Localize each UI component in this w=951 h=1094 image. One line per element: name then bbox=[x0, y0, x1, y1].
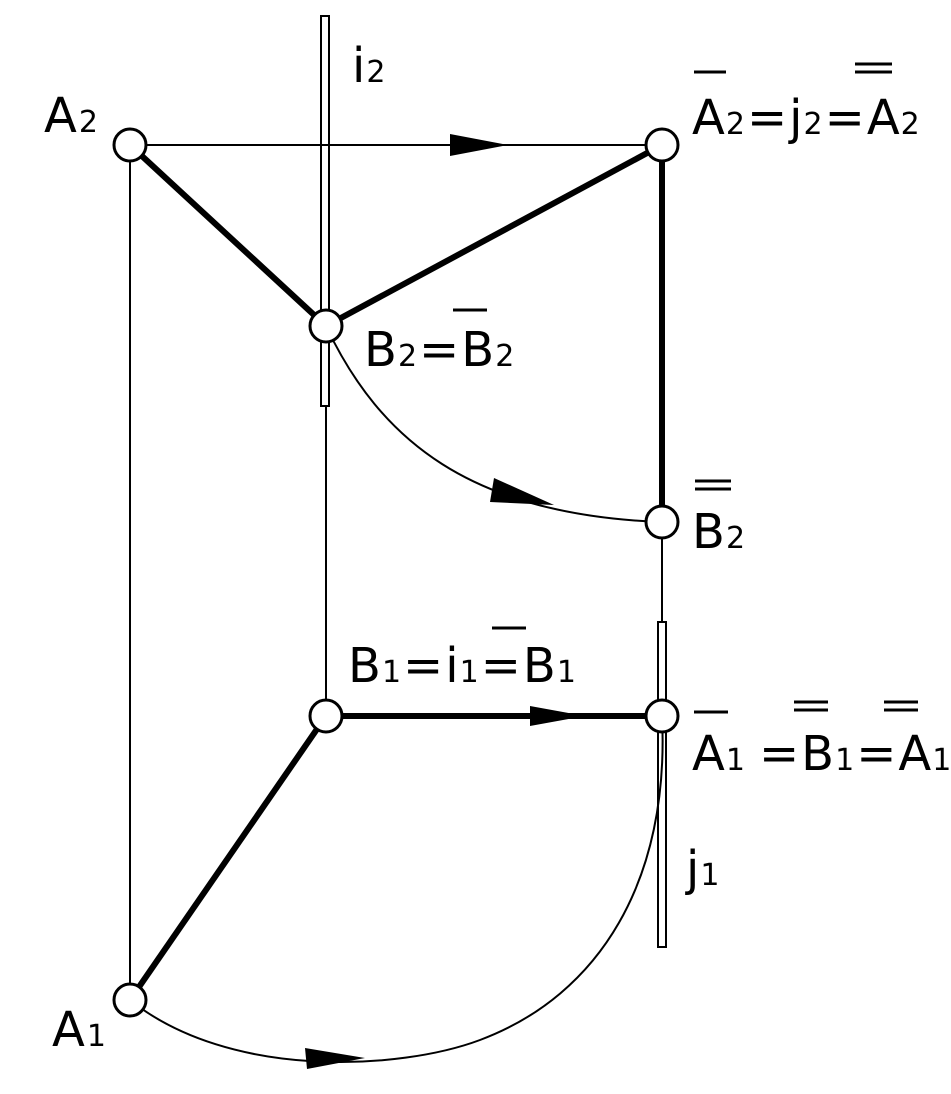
label-b2: B2=B2 bbox=[364, 322, 514, 378]
point-a1 bbox=[112, 982, 148, 1018]
label-b2-group: B2=B2 bbox=[364, 308, 514, 378]
arrow-a1-arc bbox=[305, 1048, 365, 1069]
axis-i2 bbox=[320, 15, 330, 407]
label-b2dbar: B2 bbox=[692, 504, 745, 560]
label-a1: A1 bbox=[52, 1002, 106, 1058]
label-a1bar: A1=B1=A1 bbox=[692, 726, 951, 782]
edge-a2-b2 bbox=[127, 142, 329, 329]
arrow-b1-line bbox=[530, 706, 585, 726]
label-a2bar-group: A2=j2=A2 bbox=[692, 62, 920, 146]
edge-a1-b1 bbox=[127, 714, 329, 1002]
axis-j1 bbox=[657, 621, 667, 948]
arrow-b2-arc bbox=[490, 478, 554, 505]
label-i2: i2 bbox=[352, 38, 385, 94]
label-a1bar-group: A1=B1=A1 bbox=[692, 700, 951, 782]
point-b1 bbox=[308, 698, 344, 734]
label-b1-group: B1=i1=B1 bbox=[348, 626, 576, 694]
label-j1: j1 bbox=[685, 841, 719, 897]
point-a2 bbox=[112, 127, 148, 163]
arc-b2-to-b2dbar bbox=[325, 325, 663, 523]
arc-a1-to-a1bar bbox=[129, 715, 664, 1063]
point-b2dbar bbox=[644, 504, 680, 540]
edge-b2-a2bar bbox=[324, 142, 664, 329]
point-a2bar bbox=[644, 127, 680, 163]
label-a2bar: A2=j2=A2 bbox=[692, 90, 920, 146]
point-a1bar bbox=[644, 698, 680, 734]
label-a2: A2 bbox=[44, 88, 98, 144]
label-b1: B1=i1=B1 bbox=[348, 638, 576, 694]
label-b2dbar-group: B2 bbox=[692, 479, 745, 560]
arrow-a2-line bbox=[450, 134, 508, 156]
point-b2 bbox=[308, 308, 344, 344]
